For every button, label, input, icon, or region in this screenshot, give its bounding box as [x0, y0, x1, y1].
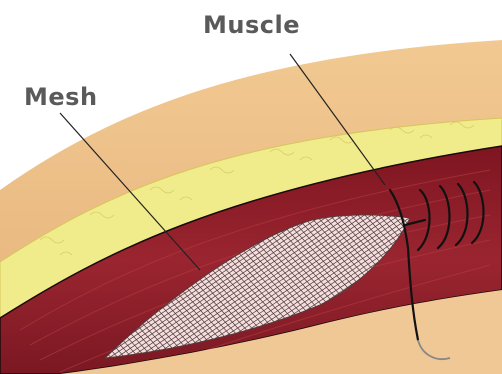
mesh-label: Mesh	[24, 83, 98, 111]
muscle-label: Muscle	[203, 11, 300, 39]
